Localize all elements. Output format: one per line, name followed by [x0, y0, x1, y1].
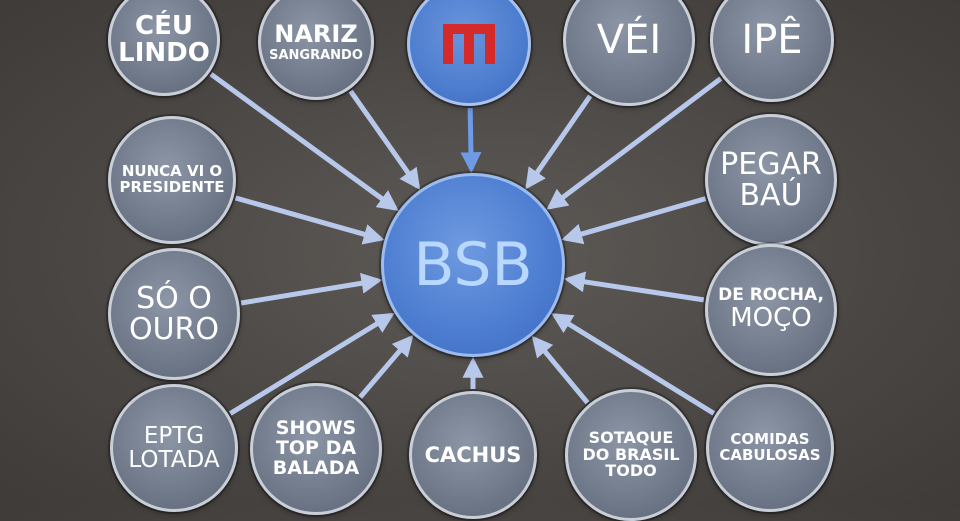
node-label-line: IPÊ — [741, 17, 803, 63]
node-label-line: OURO — [128, 312, 220, 347]
node-label-line: DE ROCHA, — [718, 285, 824, 306]
arrow-nariz-sangrando-to-center — [348, 89, 421, 190]
node-comidas-cabulosas: COMIDAS CABULOSAS — [706, 384, 834, 512]
arrow-nunca-to-center — [234, 195, 385, 245]
node-nunca-vi-o-presidente: NUNCA VI O PRESIDENTE — [108, 116, 236, 244]
arrow-eptg-to-center — [228, 312, 395, 416]
node-label-line: LOTADA — [128, 447, 220, 473]
arrow-ceu-lindo-to-center — [209, 72, 399, 211]
metro-logo-node — [407, 0, 531, 106]
node-label-line: BALADA — [272, 456, 360, 479]
node-label-line: EPTG — [143, 422, 205, 449]
arrow-shows-to-center — [358, 334, 414, 399]
node-label-line: CACHUS — [424, 442, 522, 467]
node-label-line: NUNCA VI O — [121, 162, 223, 181]
arrow-ipe-to-center — [546, 76, 723, 210]
node-de-rocha-moco: DE ROCHA, MOÇO — [705, 244, 837, 376]
center-node-bsb: BSB — [381, 173, 565, 357]
node-pegar-bau: PEGAR BAÚ — [705, 114, 837, 246]
arrow-logo-node-to-center — [460, 107, 482, 174]
arrow-sotaque-to-center — [531, 335, 590, 405]
arrow-pegar-bau-to-center — [561, 196, 707, 245]
node-label-line: NARIZ — [274, 19, 358, 48]
node-label-line: VÉI — [596, 17, 662, 63]
node-cachus: CACHUS — [409, 391, 537, 519]
node-ipe: IPÊ — [710, 0, 834, 102]
metro-m-logo-icon — [443, 24, 495, 64]
arrow-de-rocha-to-center — [563, 271, 705, 303]
node-ceu-lindo: CÉU LINDO — [108, 0, 220, 96]
node-label-line: SÓ O — [136, 280, 212, 316]
node-eptg-lotada: EPTG LOTADA — [110, 384, 238, 512]
arrow-vei-to-center — [525, 94, 593, 190]
node-nariz-sangrando: NARIZ SANGRANDO — [258, 0, 374, 100]
node-label-line: COMIDAS — [730, 430, 810, 449]
node-so-o-ouro: SÓ O OURO — [108, 248, 240, 380]
node-label-line: CABULOSAS — [719, 446, 821, 464]
node-sotaque-do-brasil-todo: SOTAQUE DO BRASIL TODO — [565, 389, 697, 521]
node-label-line: CÉU — [135, 10, 193, 41]
node-shows-top-da-balada: SHOWS TOP DA BALADA — [250, 383, 382, 515]
node-label-line: BAÚ — [739, 178, 803, 213]
arrow-so-o-ouro-to-center — [240, 272, 383, 306]
node-label-line: PRESIDENTE — [119, 178, 225, 196]
node-label-line: PEGAR — [720, 146, 822, 182]
node-label-line: TODO — [605, 461, 657, 481]
node-label-line: DO BRASIL — [582, 444, 680, 464]
mind-map-diagram: BSB CÉU LINDO NARIZ SANGRANDO VÉI IPÊ NU… — [108, 0, 837, 521]
node-label-line: MOÇO — [730, 303, 812, 334]
center-label: BSB — [413, 229, 533, 300]
arrow-comidas-to-center — [551, 313, 716, 416]
node-vei: VÉI — [563, 0, 695, 106]
arrow-layer — [209, 72, 723, 416]
node-label-line: SANGRANDO — [269, 47, 363, 63]
node-label-line: SHOWS — [275, 417, 357, 440]
node-label-line: SOTAQUE — [588, 427, 674, 447]
node-label-line: LINDO — [118, 38, 210, 68]
node-label-line: TOP DA — [275, 437, 357, 460]
